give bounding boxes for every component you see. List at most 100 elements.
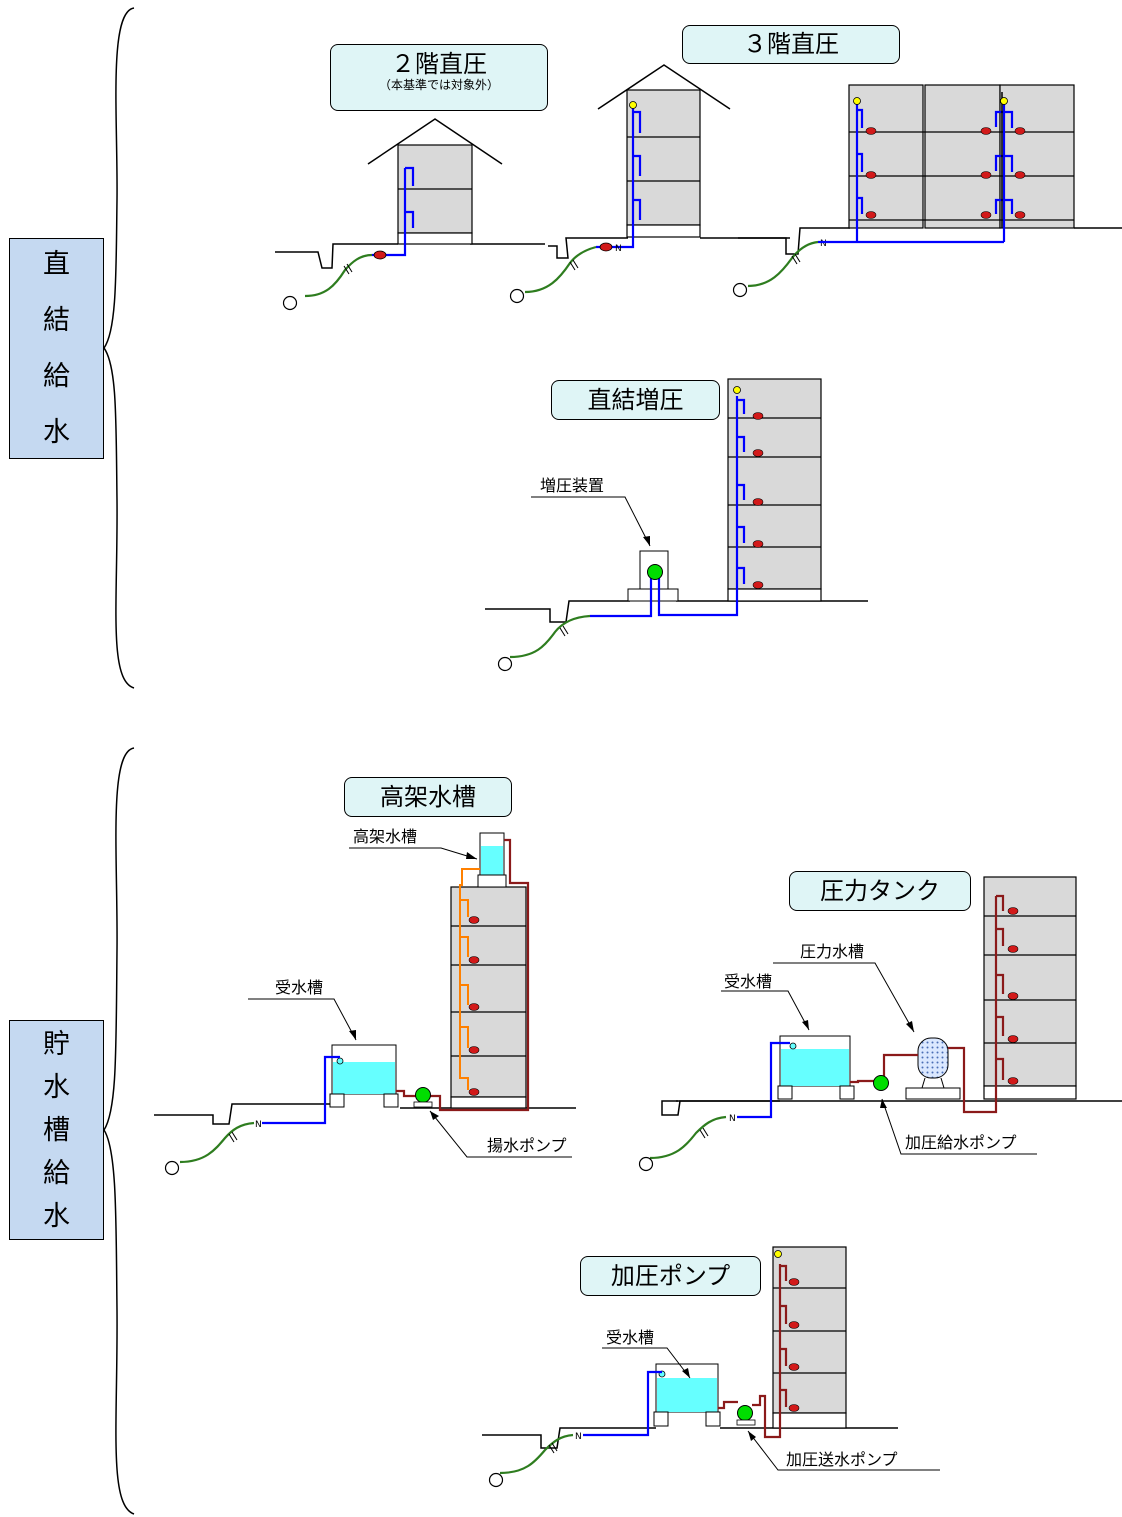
title-note: （本基準では対象外）	[378, 78, 499, 92]
water-main	[497, 656, 513, 672]
scene-three-floor-apartment: N	[732, 84, 1122, 298]
label-pressure-vessel: 圧力水槽	[800, 942, 865, 961]
label-receiving-tank-3: 受水槽	[606, 1328, 655, 1347]
category-char: 水	[43, 1071, 70, 1103]
label-leader-booster	[531, 496, 651, 547]
title-text: ２階直圧	[391, 50, 487, 78]
label-lift-pump: 揚水ポンプ	[487, 1136, 567, 1155]
service-pipe	[179, 1121, 255, 1164]
faucets	[468, 916, 480, 1096]
category-tank-supply: 貯 水 槽 給 水	[9, 1020, 104, 1240]
pressure-send-pump	[737, 1405, 753, 1421]
service-pipe	[509, 614, 591, 659]
supply-pipe	[262, 1055, 340, 1125]
label-booster-device: 増圧装置	[540, 476, 605, 495]
title-booster-direct: 直結増圧	[551, 380, 720, 420]
water-main	[282, 295, 298, 311]
service-pipe	[304, 253, 373, 298]
pressure-pipe	[718, 1264, 788, 1439]
scene-elevated-tank: N	[154, 832, 576, 1176]
category-direct-supply: 直 結 給 水	[9, 238, 104, 459]
svg-text:N: N	[575, 1432, 582, 1442]
building	[772, 1246, 847, 1414]
title-text: 加圧ポンプ	[610, 1262, 731, 1290]
title-pressure-pump: 加圧ポンプ	[580, 1256, 761, 1296]
roof	[367, 118, 503, 165]
label-leader-receiving-3	[602, 1347, 691, 1379]
scene-pressure-pump: N	[482, 1246, 940, 1488]
label-leader-elevated	[349, 847, 478, 860]
booster-base	[627, 588, 679, 602]
brace-direct	[103, 7, 135, 689]
label-leader-receiving-1	[248, 998, 357, 1041]
svg-text:N: N	[820, 239, 827, 249]
water-meter	[373, 250, 387, 260]
water-meter	[599, 242, 613, 252]
booster-pump	[647, 564, 663, 580]
svg-text:N: N	[255, 1120, 262, 1130]
lift-pipe	[396, 838, 530, 1112]
supply-pipe	[818, 104, 1014, 244]
building	[450, 886, 527, 1098]
pressure-supply-pump	[873, 1075, 889, 1091]
water-main	[732, 282, 748, 298]
supply-pipe	[590, 396, 746, 618]
air-valve	[733, 386, 741, 394]
service-pipe	[747, 240, 819, 288]
ground-line	[275, 243, 398, 269]
label-receiving-tank-2: 受水槽	[724, 972, 773, 991]
lift-pump	[415, 1087, 431, 1103]
brace-tank	[103, 747, 135, 1515]
category-char: 給	[43, 360, 70, 392]
faucets	[1007, 907, 1019, 1085]
scene-pressure-tank: N	[638, 876, 1122, 1172]
air-valve	[774, 1250, 782, 1258]
title-text: ３階直圧	[743, 30, 839, 58]
title-three-floor-direct: ３階直圧	[682, 25, 900, 64]
scene-three-floor-house: N	[509, 64, 790, 304]
label-leader-lift-pump	[429, 1110, 572, 1158]
label-leader-receiving-2	[721, 990, 810, 1031]
title-text: 高架水槽	[380, 783, 476, 811]
building	[924, 84, 1001, 229]
pressure-pipe	[850, 894, 1005, 1114]
supply-pipe	[596, 108, 642, 249]
label-leader-send-pump	[747, 1430, 940, 1471]
label-leader-pressure-vessel	[773, 962, 915, 1033]
category-char: 給	[43, 1157, 70, 1189]
category-char: 槽	[43, 1114, 70, 1146]
supply-pipe	[583, 1370, 662, 1437]
label-elevated-tank: 高架水槽	[353, 827, 418, 846]
building	[983, 876, 1077, 1087]
water-main	[509, 288, 525, 304]
roof	[597, 64, 731, 110]
elevated-supply-pipe	[459, 868, 480, 1090]
building	[626, 89, 701, 226]
faucets	[865, 127, 1026, 219]
water-main	[164, 1160, 180, 1176]
service-pipe	[649, 1115, 727, 1160]
scene-booster-direct	[485, 378, 868, 672]
category-char: 水	[43, 1200, 70, 1232]
faucets	[788, 1278, 800, 1412]
label-receiving-tank-1: 受水槽	[275, 978, 324, 997]
label-pressure-send-pump: 加圧送水ポンプ	[786, 1450, 898, 1469]
label-pressure-supply-pump: 加圧給水ポンプ	[905, 1133, 1017, 1152]
air-valve	[853, 97, 861, 105]
building	[848, 84, 924, 229]
label-leader-supply-pump	[881, 1098, 1037, 1155]
title-text: 直結増圧	[587, 386, 684, 414]
category-char: 結	[43, 304, 70, 336]
service-pipe	[499, 1433, 574, 1475]
category-char: 貯	[43, 1028, 70, 1060]
category-char: 水	[43, 416, 70, 448]
faucets	[752, 412, 764, 589]
air-valve	[1000, 97, 1008, 105]
water-main	[488, 1472, 504, 1488]
supply-pipe	[737, 1041, 790, 1119]
scene-two-floor-direct	[275, 118, 545, 311]
svg-text:N: N	[615, 244, 622, 254]
title-two-floor-direct: ２階直圧 （本基準では対象外）	[330, 44, 548, 111]
title-text: 圧力タンク	[820, 877, 940, 905]
